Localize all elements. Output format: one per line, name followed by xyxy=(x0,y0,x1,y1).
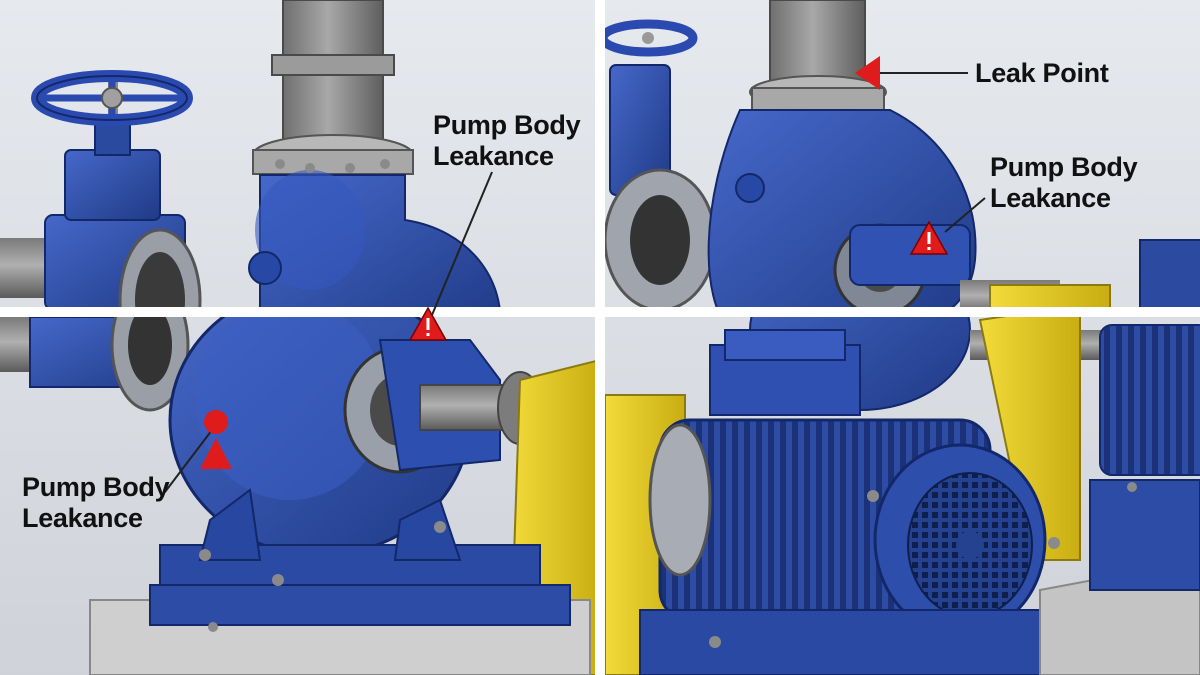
grid-divider-vertical xyxy=(595,0,605,675)
leader-line-bottom-left xyxy=(164,429,213,493)
label-line-2: Leakance xyxy=(433,140,554,171)
red-marker-circle-icon xyxy=(204,410,228,434)
label-line-2: Leakance xyxy=(22,502,143,533)
warning-triangle-icon xyxy=(408,306,448,341)
panel-top-left xyxy=(0,0,501,307)
label-line-1: Pump Body xyxy=(433,110,581,140)
label-pump-body-leakance-top-right: Pump Body Leakance xyxy=(990,152,1190,213)
warning-triangle-icon xyxy=(200,438,232,469)
label-leak-point: Leak Point xyxy=(975,58,1175,89)
panel-top-right xyxy=(605,0,1200,307)
label-text: Leak Point xyxy=(975,58,1109,88)
label-line-1: Pump Body xyxy=(990,152,1138,182)
panel-bottom-left xyxy=(0,317,595,675)
label-pump-body-leakance-top-left: Pump Body Leakance xyxy=(433,110,633,171)
leader-line-top-right xyxy=(944,197,986,233)
leader-line-top-left xyxy=(431,171,493,316)
panel-bottom-right xyxy=(605,317,1200,675)
red-arrow-pointer-icon xyxy=(855,56,880,90)
label-line-1: Pump Body xyxy=(22,472,170,502)
warning-triangle-icon xyxy=(909,220,949,255)
label-line-2: Leakance xyxy=(990,182,1111,213)
label-pump-body-leakance-bottom-left: Pump Body Leakance xyxy=(22,472,222,533)
